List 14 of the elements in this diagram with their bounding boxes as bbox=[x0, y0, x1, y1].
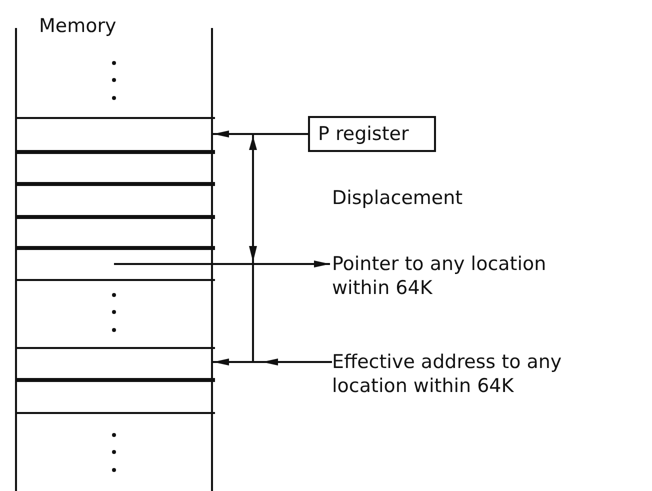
arrow bbox=[114, 260, 330, 268]
memory-cell bbox=[17, 184, 215, 217]
annotation-text: Effective address to any location within 64K bbox=[332, 350, 642, 410]
memory-cell bbox=[17, 347, 215, 380]
memory-cell bbox=[17, 248, 215, 281]
memory-cell bbox=[17, 152, 215, 184]
memory-cell bbox=[17, 117, 215, 152]
arrow bbox=[213, 358, 332, 366]
annotation-text: Pointer to any location within 64K bbox=[332, 252, 594, 312]
memory-cell bbox=[17, 217, 215, 248]
register-box: P register bbox=[308, 116, 436, 152]
memory-cell bbox=[17, 380, 215, 414]
dimension-label: Displacement bbox=[332, 186, 463, 210]
arrow bbox=[213, 130, 308, 138]
